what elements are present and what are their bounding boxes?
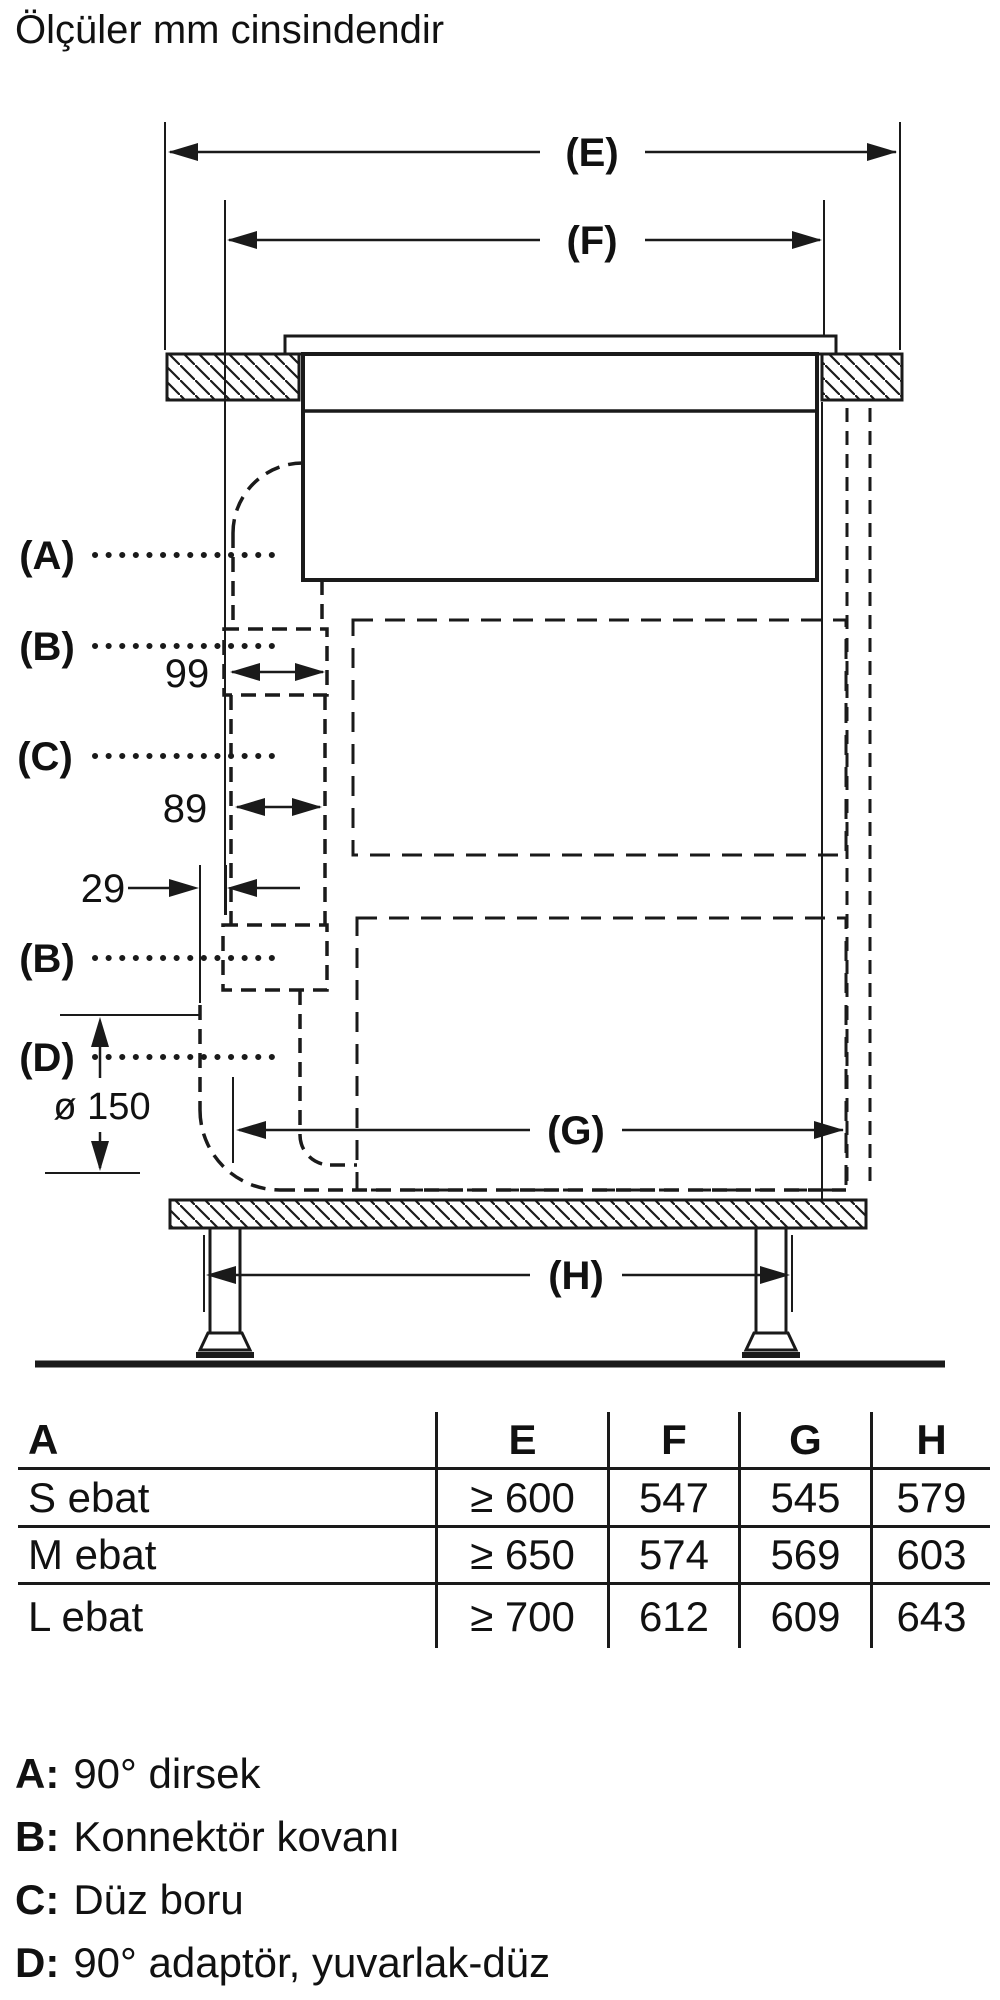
cell-M-H: 603 bbox=[870, 1528, 990, 1585]
cell-L-E: ≥ 700 bbox=[435, 1585, 607, 1648]
dimension-E bbox=[164, 122, 901, 350]
label-B1: (B) bbox=[19, 625, 75, 669]
cabinet-floor-panel bbox=[168, 1198, 868, 1230]
dimension-H bbox=[203, 1235, 793, 1312]
units-note: Ölçüler mm cinsindendir bbox=[15, 8, 445, 52]
dimension-89 bbox=[235, 798, 322, 816]
cabinet-legs bbox=[196, 1226, 800, 1358]
legend-key: C: bbox=[15, 1875, 60, 1923]
arrow-left-icon bbox=[168, 143, 198, 161]
dimension-G bbox=[232, 1077, 844, 1163]
col-header-G: G bbox=[738, 1412, 870, 1470]
legend-item-A: A: 90° dirsek bbox=[15, 1742, 550, 1805]
legend-text: Konnektör kovanı bbox=[73, 1812, 401, 1860]
part-leaders bbox=[92, 552, 281, 1060]
cell-S-G: 545 bbox=[738, 1470, 870, 1528]
arrow-right-icon bbox=[867, 143, 897, 161]
row-label: M ebat bbox=[18, 1528, 435, 1585]
leg-foot bbox=[743, 1331, 799, 1352]
value-99: 99 bbox=[165, 652, 210, 696]
label-A: (A) bbox=[19, 534, 75, 578]
value-89: 89 bbox=[163, 787, 208, 831]
legend-key: B: bbox=[15, 1812, 60, 1860]
dimension-F bbox=[224, 200, 825, 915]
adaptor-inner-curve bbox=[298, 1134, 331, 1167]
cell-L-H: 643 bbox=[870, 1585, 990, 1648]
label-B2: (B) bbox=[19, 937, 75, 981]
value-29: 29 bbox=[81, 867, 126, 911]
adaptor-outer-curve bbox=[198, 1109, 281, 1192]
label-E: (E) bbox=[565, 131, 618, 175]
col-header-H: H bbox=[870, 1412, 990, 1470]
cell-S-F: 547 bbox=[607, 1470, 738, 1528]
label-C: (C) bbox=[17, 735, 73, 779]
worktop-cross-section bbox=[165, 352, 904, 402]
legend-key: A: bbox=[15, 1749, 60, 1797]
legend-key: D: bbox=[15, 1938, 60, 1986]
legend-text: 90° adaptör, yuvarlak-düz bbox=[73, 1938, 551, 1986]
row-label: S ebat bbox=[18, 1470, 435, 1528]
cell-M-G: 569 bbox=[738, 1528, 870, 1585]
label-H: (H) bbox=[548, 1254, 604, 1298]
row-label: L ebat bbox=[28, 1592, 144, 1640]
legend-item-D: D: 90° adaptör, yuvarlak-düz bbox=[15, 1931, 550, 1994]
cell-L-G: 609 bbox=[738, 1585, 870, 1648]
value-diameter: ø 150 bbox=[53, 1086, 150, 1128]
cabinet-compartments bbox=[351, 618, 848, 1192]
duct-run bbox=[198, 461, 846, 1192]
cell-S-H: 579 bbox=[870, 1470, 990, 1528]
arrow-left-icon bbox=[227, 231, 257, 249]
legend-text: 90° dirsek bbox=[73, 1749, 261, 1797]
leg-foot bbox=[197, 1331, 253, 1352]
dimension-diameter bbox=[45, 1014, 200, 1174]
cell-M-F: 574 bbox=[607, 1528, 738, 1585]
cell-L-F: 612 bbox=[607, 1585, 738, 1648]
col-header-E: E bbox=[435, 1412, 607, 1470]
elbow-outer-curve bbox=[231, 461, 304, 534]
duct-channel-dashed bbox=[845, 408, 872, 1190]
label-F: (F) bbox=[566, 219, 617, 263]
size-table: A E F G H S ebat ≥ 600 547 545 579 M eba… bbox=[18, 1412, 990, 1648]
cell-M-E: ≥ 650 bbox=[435, 1528, 607, 1585]
col-header-F: F bbox=[607, 1412, 738, 1470]
legend-text: Düz boru bbox=[73, 1875, 244, 1923]
hob-unit bbox=[283, 334, 838, 582]
installation-diagram: (E) (F) bbox=[17, 122, 945, 1368]
dimension-29 bbox=[128, 865, 300, 1003]
table-corner-header: A bbox=[18, 1412, 435, 1470]
parts-legend: A: 90° dirsek B: Konnektör kovanı C: Düz… bbox=[15, 1742, 550, 1994]
arrow-right-icon bbox=[792, 231, 822, 249]
legend-item-C: C: Düz boru bbox=[15, 1868, 550, 1931]
label-D: (D) bbox=[19, 1036, 75, 1080]
dimension-99 bbox=[230, 663, 325, 681]
label-G: (G) bbox=[547, 1109, 605, 1153]
legend-item-B: B: Konnektör kovanı bbox=[15, 1805, 550, 1868]
cell-S-E: ≥ 600 bbox=[435, 1470, 607, 1528]
